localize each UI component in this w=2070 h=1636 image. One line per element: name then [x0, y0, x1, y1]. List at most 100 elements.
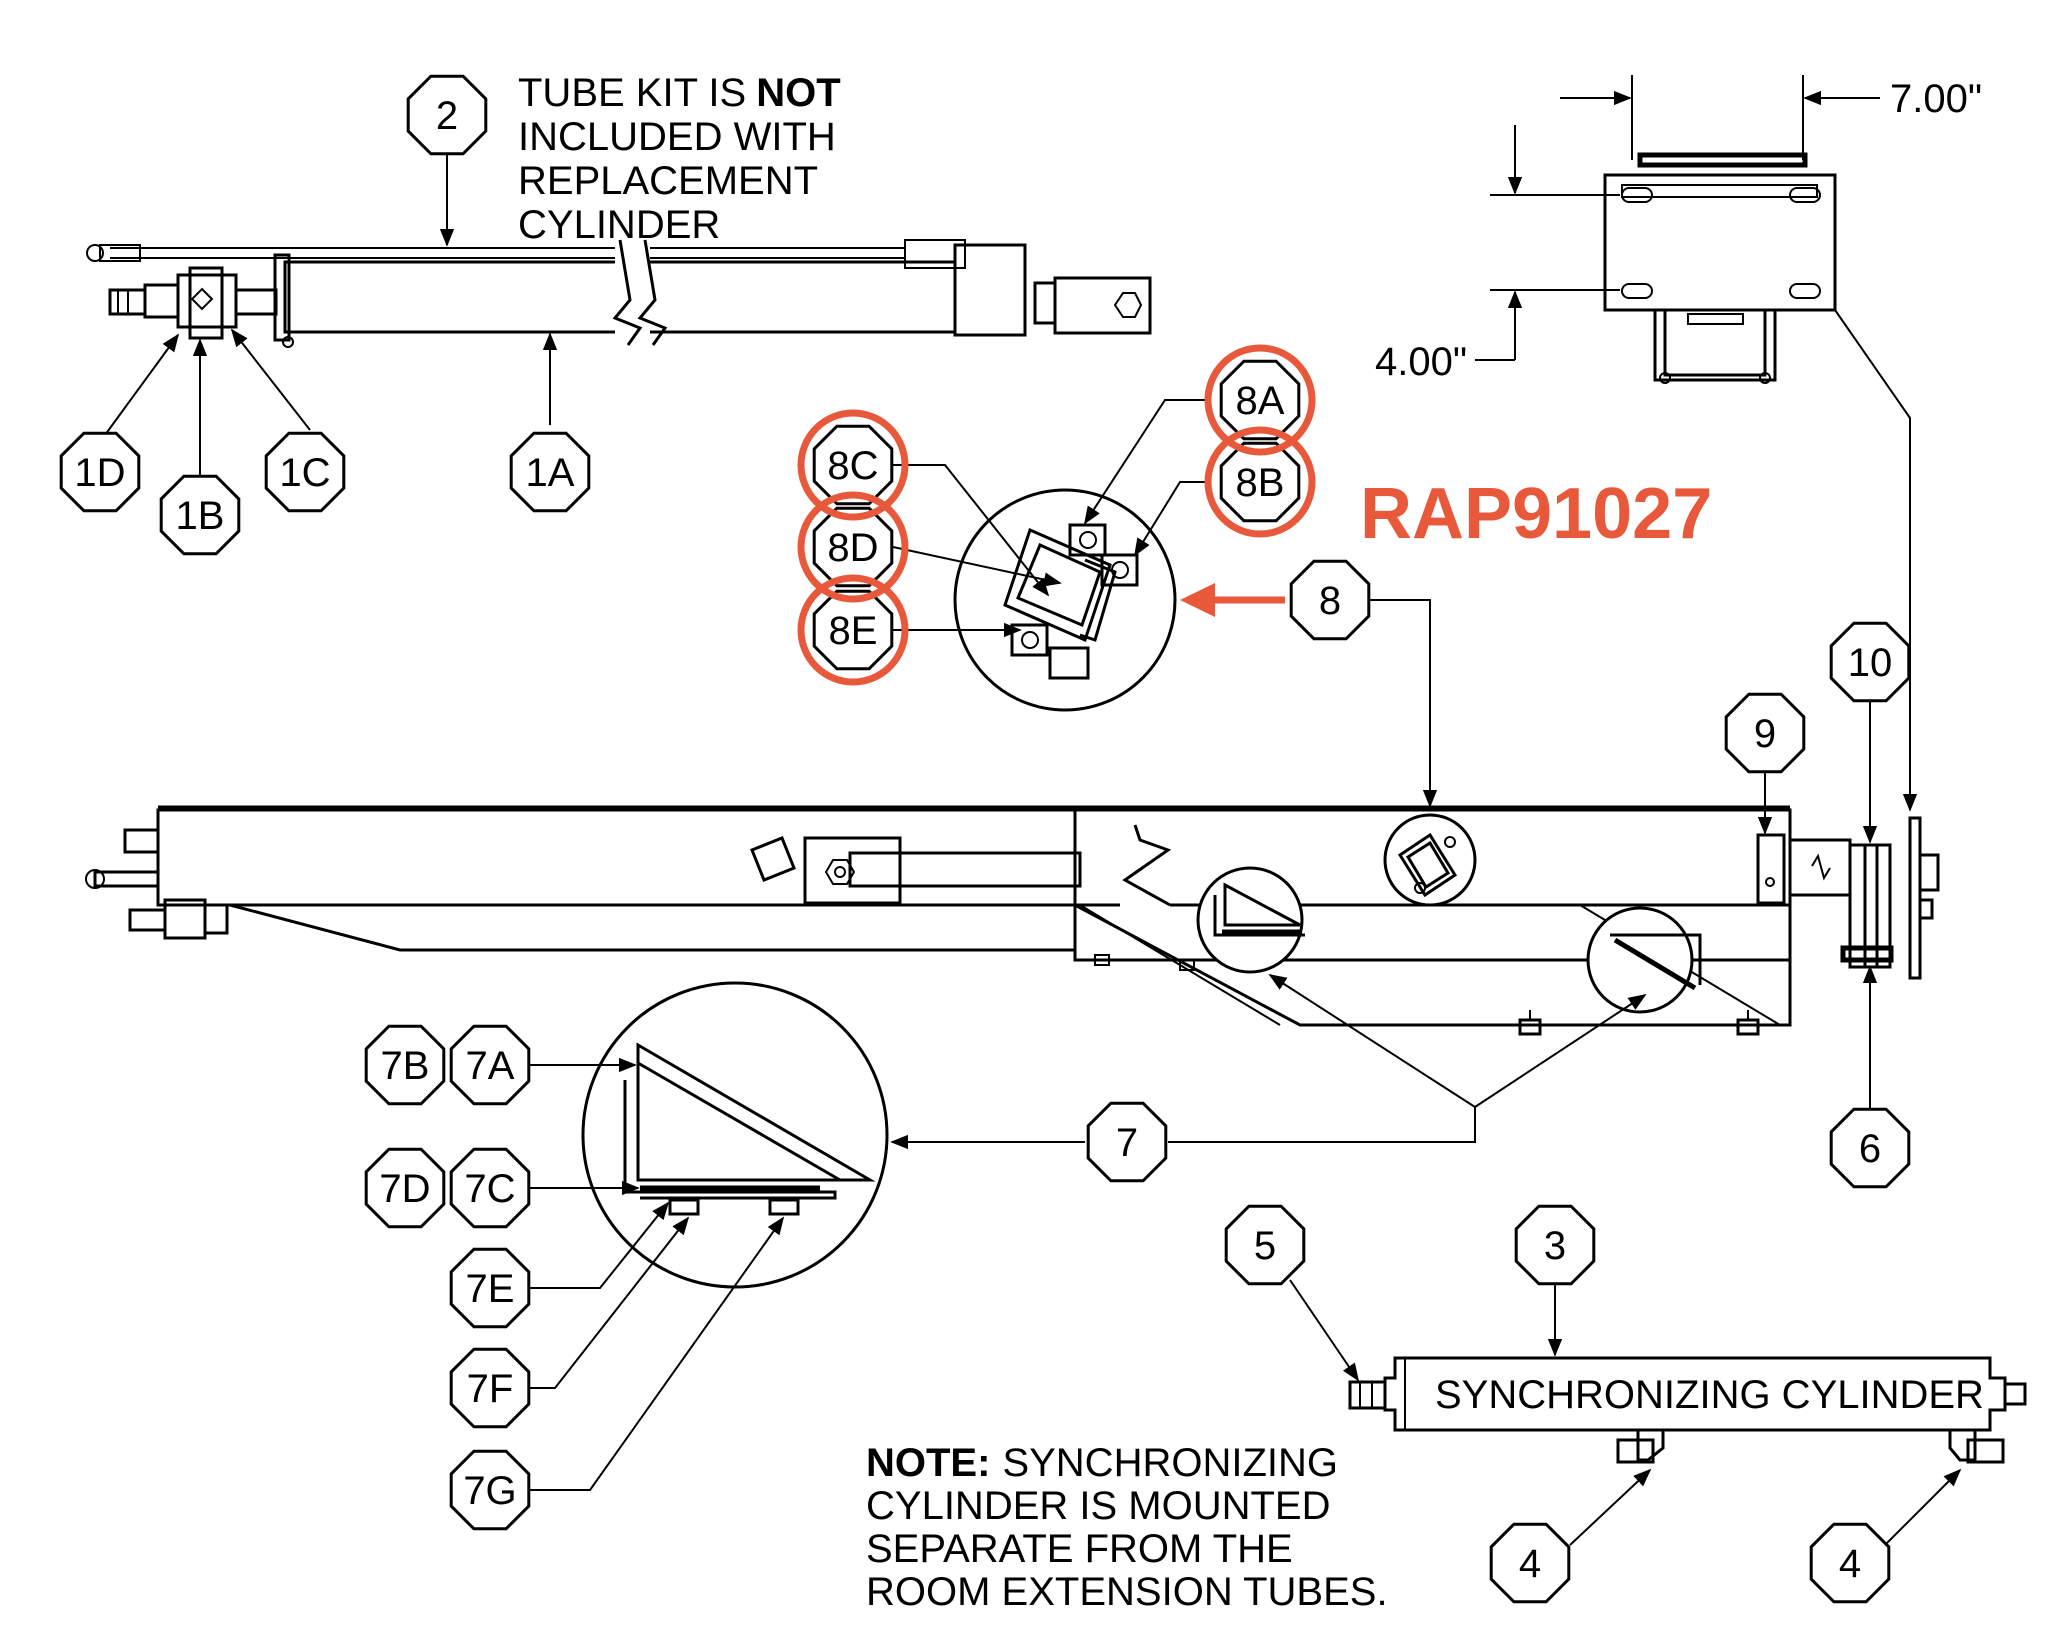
- callout-shape: [1809, 1522, 1891, 1604]
- callout-label: 6: [1859, 1127, 1881, 1171]
- callout-bubbles: 21A1B1C1D88A8B8C8D8E910677A7B7C7D7E7F7G5…: [59, 74, 1911, 1604]
- note-line3: SEPARATE FROM THE: [866, 1527, 1293, 1571]
- room-extension-tube-drawing: [85, 805, 1940, 1036]
- callout-1d: 1D: [59, 431, 141, 513]
- callout-label: 1C: [279, 451, 330, 495]
- note-line2: CYLINDER IS MOUNTED: [866, 1484, 1331, 1528]
- end-view-drawing: [1475, 75, 1918, 812]
- callout-label: 7C: [464, 1167, 515, 1211]
- callout-shape: [449, 1449, 531, 1531]
- callout-1b: 1B: [159, 474, 241, 556]
- callout-shape: [406, 74, 488, 156]
- callout-shape: [1489, 1522, 1571, 1604]
- callout-label: 8: [1319, 579, 1341, 623]
- callout-label: 2: [436, 94, 458, 138]
- callout-label: 7F: [467, 1367, 514, 1411]
- callout-label: 5: [1254, 1224, 1276, 1268]
- callout-label: 7A: [466, 1044, 515, 1088]
- callout-label: 10: [1848, 641, 1893, 685]
- callout-7g: 7G: [449, 1449, 531, 1531]
- callout-2: 2: [406, 74, 488, 156]
- callout-7d: 7D: [364, 1147, 446, 1229]
- dim-width-label: 7.00": [1890, 77, 1982, 121]
- tube-kit-line1: TUBE KIT IS: [518, 71, 746, 115]
- bracket-detail-circles: [1196, 813, 1702, 1014]
- tube-kit-not: NOT: [756, 71, 840, 115]
- callout-6: 6: [1829, 1107, 1911, 1189]
- callout-10: 10: [1829, 621, 1911, 703]
- callout-shape: [264, 431, 346, 513]
- part-number: RAP91027: [1360, 474, 1712, 554]
- callout-label: 1B: [176, 494, 225, 538]
- callout-shape: [449, 1147, 531, 1229]
- main-cylinder-drawing: [86, 239, 1152, 348]
- callout-shape: [812, 589, 894, 671]
- dim-height-label: 4.00": [1375, 340, 1467, 384]
- callout-1c: 1C: [264, 431, 346, 513]
- sync-cylinder-label: SYNCHRONIZING CYLINDER: [1435, 1373, 1984, 1417]
- callout-shape: [364, 1024, 446, 1106]
- callout-8a: 8A: [1219, 359, 1301, 441]
- callout-shape: [59, 431, 141, 513]
- callout-shape: [364, 1147, 446, 1229]
- tube-kit-line4: CYLINDER: [518, 203, 720, 247]
- callout-label: 3: [1544, 1224, 1566, 1268]
- callout-label: 7: [1116, 1121, 1138, 1165]
- callout-label: 4: [1839, 1542, 1861, 1586]
- callout-8b: 8B: [1219, 441, 1301, 523]
- callout-label: 9: [1754, 712, 1776, 756]
- detail-8-bracket: [953, 488, 1177, 712]
- callout-shape: [1829, 621, 1911, 703]
- note-bold: NOTE:: [866, 1441, 990, 1485]
- callout-shape: [1219, 359, 1301, 441]
- callout-shape: [449, 1247, 531, 1329]
- callout-label: 8D: [827, 526, 878, 570]
- callout-9: 9: [1724, 692, 1806, 774]
- highlight-ring-8a: [1204, 344, 1316, 456]
- callout-shape: [159, 474, 241, 556]
- note-line1: SYNCHRONIZING: [1002, 1441, 1338, 1485]
- callout-label: 8C: [827, 444, 878, 488]
- callout-shape: [1289, 559, 1371, 641]
- callout-shape: [1829, 1107, 1911, 1189]
- callout-label: 1D: [74, 451, 125, 495]
- callout-shape: [1724, 692, 1806, 774]
- callout-label: 7D: [379, 1167, 430, 1211]
- detail-7-bracket: [581, 981, 889, 1289]
- callout-7f: 7F: [449, 1347, 531, 1429]
- callout-shape: [1224, 1204, 1306, 1286]
- callout-label: 4: [1519, 1542, 1541, 1586]
- synchronizing-cylinder-drawing: [1348, 1356, 2027, 1464]
- highlight-ring-8d: [797, 491, 909, 603]
- svg-text:NOTE:SYNCHRONIZING: NOTE: SYNCHRONIZING: [866, 1441, 1338, 1485]
- callout-label: 8E: [829, 609, 878, 653]
- callout-7c: 7C: [449, 1147, 531, 1229]
- callout-label: 7B: [381, 1044, 430, 1088]
- callout-label: 8A: [1236, 379, 1285, 423]
- tube-kit-line2: INCLUDED WITH: [518, 115, 836, 159]
- callout-1a: 1A: [509, 431, 591, 513]
- callout-shape: [509, 431, 591, 513]
- callout-shape: [449, 1024, 531, 1106]
- callout-shape: [1514, 1204, 1596, 1286]
- callout-8: 8: [1289, 559, 1371, 641]
- callout-3: 3: [1514, 1204, 1596, 1286]
- note-line4: ROOM EXTENSION TUBES.: [866, 1570, 1388, 1614]
- callout-7a: 7A: [449, 1024, 531, 1106]
- callout-label: 7G: [463, 1469, 516, 1513]
- callout-4a: 4: [1489, 1522, 1571, 1604]
- tube-kit-line3: REPLACEMENT: [518, 159, 818, 203]
- callout-label: 8B: [1236, 461, 1285, 505]
- callout-4b: 4: [1809, 1522, 1891, 1604]
- highlight-ring-8c: [797, 409, 909, 521]
- callout-7b: 7B: [364, 1024, 446, 1106]
- highlight-ring-8e: [797, 574, 909, 686]
- highlight-ring-8b: [1204, 426, 1316, 538]
- highlight-rings: [797, 344, 1316, 686]
- callout-8c: 8C: [812, 424, 894, 506]
- callout-7: 7: [1086, 1101, 1168, 1183]
- callout-8e: 8E: [812, 589, 894, 671]
